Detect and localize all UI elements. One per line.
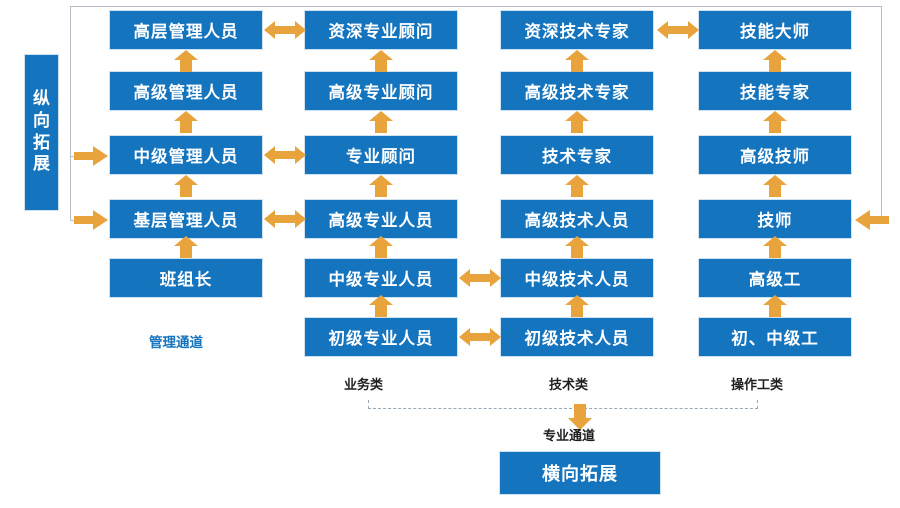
lateral-double-arrow-icon xyxy=(264,20,306,40)
entry-left-arrow-icon xyxy=(855,210,889,230)
level-box-technical-2[interactable]: 高级技术专家 xyxy=(501,72,653,110)
level-box-management-2[interactable]: 高级管理人员 xyxy=(110,72,262,110)
entry-right-arrow-icon xyxy=(74,210,108,230)
promotion-up-arrow-icon xyxy=(369,175,393,197)
promotion-up-arrow-icon xyxy=(174,50,198,72)
level-box-technical-1[interactable]: 资深技术专家 xyxy=(501,11,653,49)
promotion-up-arrow-icon xyxy=(763,111,787,133)
level-box-operator-1[interactable]: 技能大师 xyxy=(699,11,851,49)
level-box-operator-3[interactable]: 高级技师 xyxy=(699,136,851,174)
promotion-up-arrow-icon xyxy=(565,236,589,258)
promotion-up-arrow-icon xyxy=(565,295,589,317)
dash-bracket-left-tick xyxy=(368,400,369,409)
professional-channel-down-arrow-icon xyxy=(568,404,592,430)
vlabel-char-1: 纵 xyxy=(33,89,50,109)
promotion-up-arrow-icon xyxy=(565,111,589,133)
level-box-management-5[interactable]: 班组长 xyxy=(110,259,262,297)
promotion-up-arrow-icon xyxy=(763,295,787,317)
level-box-business-5[interactable]: 中级专业人员 xyxy=(305,259,457,297)
level-box-business-1[interactable]: 资深专业顾问 xyxy=(305,11,457,49)
promotion-up-arrow-icon xyxy=(174,236,198,258)
level-box-technical-4[interactable]: 高级技术人员 xyxy=(501,200,653,238)
level-box-technical-5[interactable]: 中级技术人员 xyxy=(501,259,653,297)
promotion-up-arrow-icon xyxy=(763,236,787,258)
lateral-double-arrow-icon xyxy=(657,20,699,40)
lateral-double-arrow-icon xyxy=(264,209,306,229)
promotion-up-arrow-icon xyxy=(565,50,589,72)
category-label-technical: 技术类 xyxy=(549,378,589,393)
promotion-up-arrow-icon xyxy=(369,50,393,72)
level-box-management-3[interactable]: 中级管理人员 xyxy=(110,136,262,174)
level-box-business-2[interactable]: 高级专业顾问 xyxy=(305,72,457,110)
dash-bracket-right-tick xyxy=(757,400,758,409)
level-box-management-4[interactable]: 基层管理人员 xyxy=(110,200,262,238)
promotion-up-arrow-icon xyxy=(763,175,787,197)
level-box-technical-6[interactable]: 初级技术人员 xyxy=(501,318,653,356)
level-box-operator-5[interactable]: 高级工 xyxy=(699,259,851,297)
promotion-up-arrow-icon xyxy=(763,50,787,72)
promotion-up-arrow-icon xyxy=(369,236,393,258)
promotion-up-arrow-icon xyxy=(369,295,393,317)
horizontal-expansion-box[interactable]: 横向拓展 xyxy=(500,452,660,494)
track-frame xyxy=(70,6,882,221)
professional-channel-label: 专业通道 xyxy=(543,429,596,444)
entry-right-arrow-icon xyxy=(74,146,108,166)
promotion-up-arrow-icon xyxy=(174,175,198,197)
category-label-business: 业务类 xyxy=(344,378,384,393)
lateral-double-arrow-icon xyxy=(459,268,501,288)
vlabel-char-2: 向 xyxy=(33,110,50,131)
level-box-business-3[interactable]: 专业顾问 xyxy=(305,136,457,174)
level-box-business-6[interactable]: 初级专业人员 xyxy=(305,318,457,356)
lateral-double-arrow-icon xyxy=(264,145,306,165)
lateral-double-arrow-icon xyxy=(459,327,501,347)
vertical-expansion-label: 纵 向 拓 展 xyxy=(25,55,58,210)
category-label-operator: 操作工类 xyxy=(731,378,784,393)
management-channel-label: 管理通道 xyxy=(149,335,203,351)
vlabel-char-4: 展 xyxy=(33,154,50,175)
level-box-operator-4[interactable]: 技师 xyxy=(699,200,851,238)
level-box-management-1[interactable]: 高层管理人员 xyxy=(110,11,262,49)
level-box-business-4[interactable]: 高级专业人员 xyxy=(305,200,457,238)
level-box-operator-2[interactable]: 技能专家 xyxy=(699,72,851,110)
promotion-up-arrow-icon xyxy=(174,111,198,133)
professional-channel-bracket xyxy=(368,408,758,409)
level-box-technical-3[interactable]: 技术专家 xyxy=(501,136,653,174)
level-box-operator-6[interactable]: 初、中级工 xyxy=(699,318,851,356)
vlabel-char-3: 拓 xyxy=(33,132,50,153)
promotion-up-arrow-icon xyxy=(565,175,589,197)
promotion-up-arrow-icon xyxy=(369,111,393,133)
